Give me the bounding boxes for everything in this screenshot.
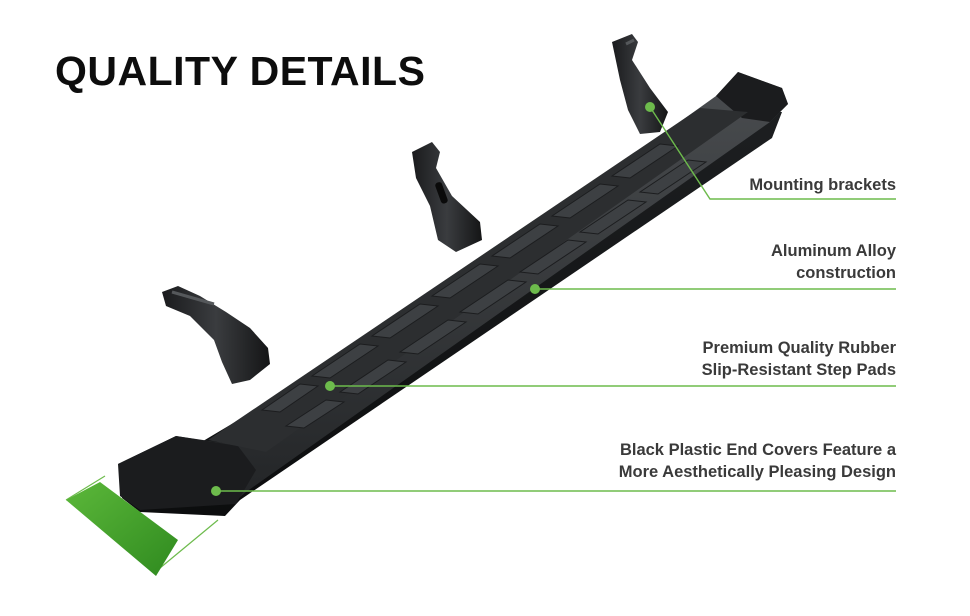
callout-rubber-line2: Slip-Resistant Step Pads — [701, 361, 896, 379]
bracket-middle — [412, 142, 482, 252]
callout-mounting-brackets: Mounting brackets — [749, 174, 896, 196]
callout-rubber-line1: Premium Quality Rubber — [702, 339, 896, 357]
callout-endcap-line2: More Aesthetically Pleasing Design — [618, 463, 896, 481]
width-dimension — [65, 475, 219, 569]
callout-aluminum-line1: Aluminum Alloy — [771, 242, 896, 260]
callout-dot-mounting — [645, 102, 655, 112]
callout-end-covers: Black Plastic End Covers Feature a More … — [619, 439, 896, 483]
callout-aluminum-alloy: Aluminum Alloy construction — [771, 240, 896, 284]
callout-dot-aluminum — [530, 284, 540, 294]
end-cap-rear — [716, 72, 788, 122]
callout-aluminum-line2: construction — [796, 264, 896, 282]
callout-endcap-line1: Black Plastic End Covers Feature a — [619, 441, 896, 459]
step-pad-ribs — [260, 143, 708, 429]
end-cap-front — [118, 436, 256, 510]
callout-dot-endcap — [211, 486, 221, 496]
callout-lines — [216, 106, 896, 492]
callout-rubber-pads: Premium Quality Rubber Slip-Resistant St… — [702, 337, 896, 381]
width-badge — [66, 482, 178, 576]
callout-dot-rubber — [325, 381, 335, 391]
running-board-illustration — [65, 34, 896, 576]
callout-mounting-text: Mounting brackets — [749, 176, 896, 194]
bracket-front — [162, 286, 270, 384]
page-title: QUALITY DETAILS — [55, 48, 426, 94]
bracket-rear — [612, 34, 668, 134]
